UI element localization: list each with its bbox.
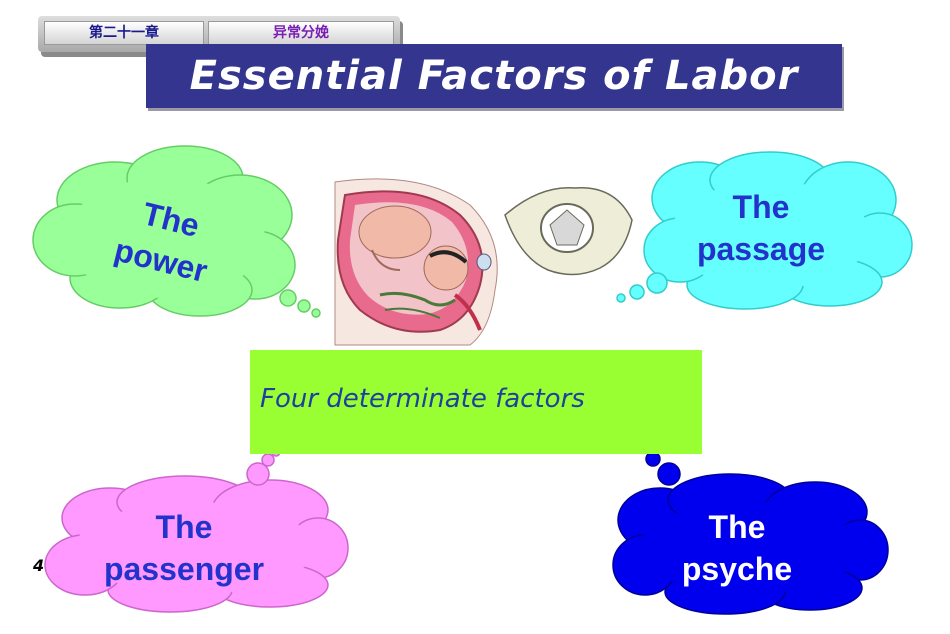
cloud-psyche-label: The psyche: [662, 506, 812, 590]
cloud-psyche: [612, 444, 889, 615]
cloud-passage-line1: The: [732, 189, 790, 225]
pelvis-illustration: [504, 186, 633, 276]
tab-chapter[interactable]: 第二十一章: [44, 21, 204, 45]
page-number: 4: [33, 556, 45, 575]
cloud-power: [32, 145, 321, 318]
title-bar: Essential Factors of Labor: [146, 44, 842, 108]
center-text: Four determinate factors: [260, 384, 585, 414]
cloud-passenger: [44, 447, 349, 613]
uterus-fetus-illustration: [334, 178, 498, 346]
cloud-passage-label: The passage: [676, 186, 846, 270]
cloud-passenger-line1: The: [155, 509, 213, 545]
cloud-psyche-line1: The: [708, 509, 766, 545]
cloud-passage: [616, 151, 913, 310]
cloud-psyche-line2: psyche: [681, 551, 793, 587]
cloud-passage-line2: passage: [696, 231, 826, 267]
center-box: Four determinate factors: [250, 350, 702, 454]
cloud-passenger-line2: passenger: [103, 551, 265, 587]
chapter-tab-bar: 第二十一章 异常分娩: [38, 16, 400, 52]
cloud-passenger-label: The passenger: [84, 506, 284, 590]
page-title: Essential Factors of Labor: [189, 53, 799, 99]
